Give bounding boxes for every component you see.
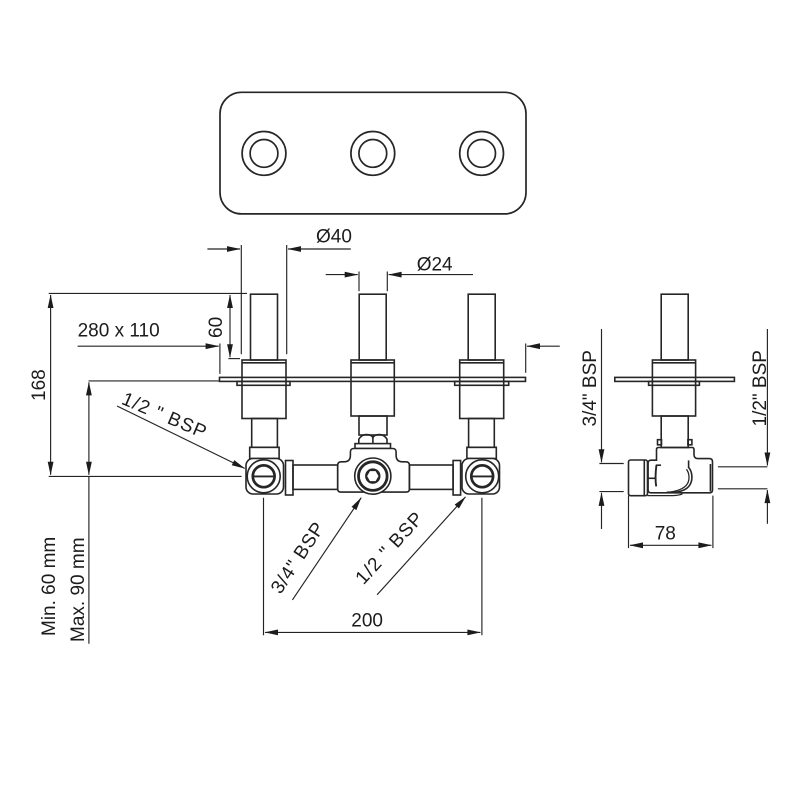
svg-text:1/2 " BSP: 1/2 " BSP	[119, 389, 211, 444]
svg-text:Max. 90 mm: Max. 90 mm	[68, 537, 89, 642]
svg-text:Ø24: Ø24	[417, 255, 453, 276]
svg-text:78: 78	[655, 524, 676, 545]
svg-text:200: 200	[351, 611, 383, 632]
svg-text:280 x 110: 280 x 110	[78, 321, 160, 342]
svg-text:168: 168	[29, 369, 50, 401]
svg-text:1/2 " BSP: 1/2 " BSP	[352, 508, 429, 589]
svg-text:Ø40: Ø40	[316, 227, 352, 248]
svg-text:3/4" BSP: 3/4" BSP	[580, 350, 601, 426]
svg-text:Min. 60 mm: Min. 60 mm	[39, 537, 60, 636]
svg-text:60: 60	[206, 317, 227, 338]
svg-text:1/2" BSP: 1/2" BSP	[750, 350, 771, 426]
